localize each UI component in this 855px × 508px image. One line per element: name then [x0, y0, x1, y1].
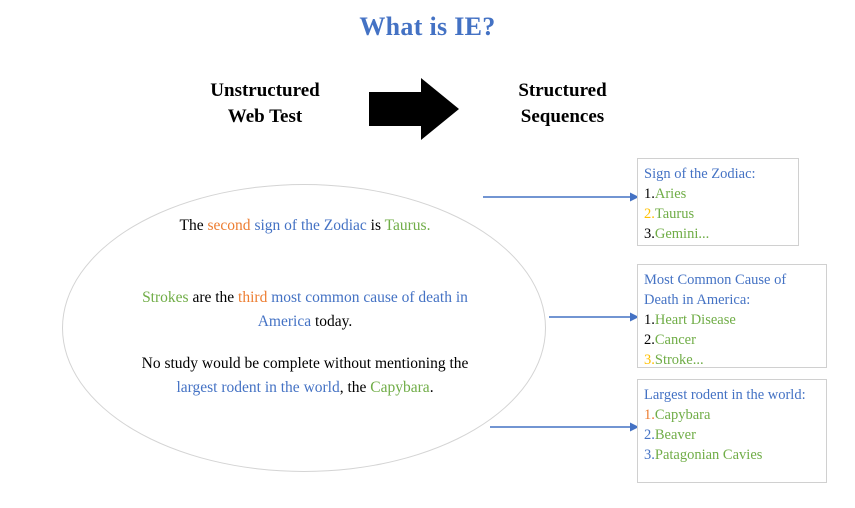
output-box-item: 2.Taurus [644, 204, 792, 224]
sentence-segment: No study would be complete without menti… [141, 355, 469, 372]
sentence-segment: are the [192, 289, 239, 306]
output-box-item: 1.Heart Disease [644, 310, 820, 330]
output-box-item-number: 2. [644, 427, 655, 443]
unstructured-input-label: Unstructured Web Test [170, 78, 360, 129]
sentence-segment: sign of the Zodiac [254, 217, 371, 234]
output-box-item-label: Stroke... [654, 352, 704, 368]
output-box-header: Most Common Cause of Death in America: [644, 272, 787, 308]
output-box-item-label: Aries [654, 186, 687, 202]
output-box-item-label: Beaver [654, 427, 696, 443]
output-box-item-number: 3. [644, 226, 655, 242]
output-box-item-label: Taurus [654, 206, 695, 222]
output-box-item: 3.Stroke... [644, 350, 820, 370]
output-box-item: 3.Gemini... [644, 224, 792, 244]
output-box-item-number: 2. [644, 206, 655, 222]
output-box-item-label: Gemini... [654, 226, 710, 242]
output-box-item-label: Capybara [654, 407, 711, 423]
output-box-header: Largest rodent in the world: [644, 387, 806, 403]
sentence-segment: largest rodent in the world [176, 379, 340, 397]
output-box-item: 3.Patagonian Cavies [644, 445, 820, 465]
output-box-item-number: 1. [644, 186, 655, 202]
output-box-item-number: 1. [644, 312, 655, 328]
sentence-segment: is [370, 217, 385, 234]
structured-output-label-line2: Sequences [520, 105, 605, 127]
sentence-segment: second [207, 217, 255, 234]
right-block-arrow-icon [369, 76, 461, 142]
output-box-item-number: 2. [644, 332, 655, 348]
output-box-header: Sign of the Zodiac: [644, 166, 756, 182]
sentence-segment: . [429, 379, 434, 397]
structured-output-label: Structured Sequences [470, 78, 655, 129]
output-box-item-label: Cancer [654, 332, 696, 348]
sentence-segment: Capybara [370, 379, 430, 397]
sentence-segment: most common cause of death in America [257, 289, 468, 331]
sentence-segment: Strokes [142, 289, 193, 306]
sentence-segment: The [179, 217, 208, 234]
unstructured-text-ellipse [62, 184, 546, 472]
page-title: What is IE? [359, 12, 496, 41]
source-sentence-rodent: No study would be complete without menti… [140, 352, 470, 400]
output-box-item-number: 3. [644, 352, 655, 368]
connector-arrow-death [549, 310, 639, 322]
source-sentence-zodiac: The second sign of the Zodiac is Taurus. [140, 214, 470, 238]
sentence-segment: , the [339, 379, 371, 397]
output-box-item: 1.Aries [644, 184, 792, 204]
output-box-item-number: 1. [644, 407, 655, 423]
sentence-segment: Taurus. [384, 217, 431, 234]
output-box-item: 2.Beaver [644, 425, 820, 445]
output-box-item-label: Heart Disease [654, 312, 736, 328]
connector-arrow-rodent [490, 420, 639, 432]
unstructured-input-label-line1: Unstructured [210, 80, 320, 101]
structured-output-label-line1: Structured [518, 80, 607, 101]
sentence-segment: today. [314, 313, 353, 331]
output-box-item-number: 3. [644, 447, 655, 463]
unstructured-input-label-line2: Web Test [227, 105, 303, 127]
sentence-segment: third [238, 289, 272, 306]
output-box-death: Most Common Cause of Death in America:1.… [637, 264, 827, 368]
output-box-item: 2.Cancer [644, 330, 820, 350]
output-box-item-label: Patagonian Cavies [654, 447, 763, 463]
source-sentence-death: Strokes are the third most common cause … [120, 286, 490, 334]
output-box-item: 1.Capybara [644, 405, 820, 425]
connector-arrow-zodiac [483, 190, 639, 202]
